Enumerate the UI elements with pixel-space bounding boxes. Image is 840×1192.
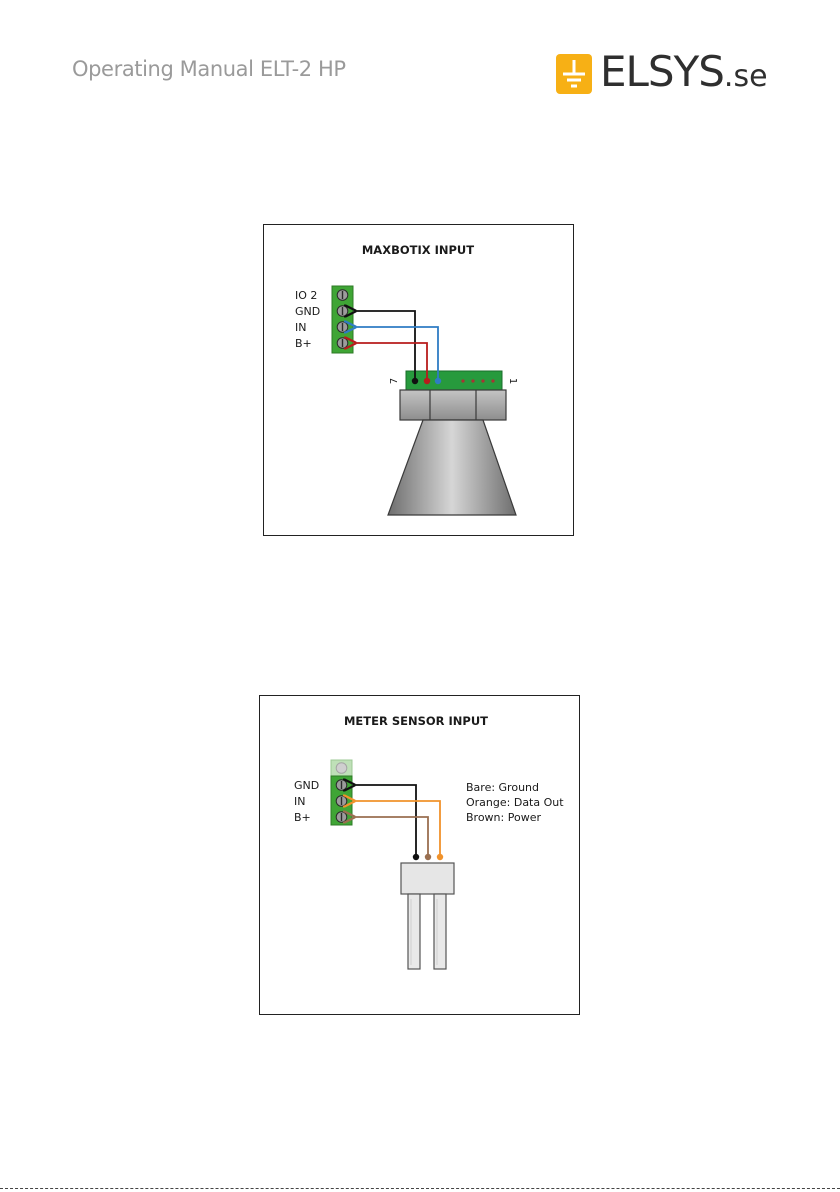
meter-sensor-wiring-diagram: METER SENSOR INPUT GND IN B+ Bare: Groun… bbox=[259, 695, 580, 1015]
ground-symbol-icon bbox=[556, 54, 592, 94]
terminal-label: GND bbox=[295, 305, 320, 318]
maxbotix-wiring-diagram: MAXBOTIX INPUT IO 2 GND IN B+ bbox=[263, 224, 574, 536]
ultrasonic-sensor-body bbox=[388, 390, 516, 515]
soil-sensor-probe bbox=[401, 863, 454, 969]
elsys-logo: ELSYS.se bbox=[556, 52, 768, 96]
wire-legend-item: Bare: Ground bbox=[466, 781, 539, 794]
terminal-label: B+ bbox=[295, 337, 312, 350]
diagram-title: MAXBOTIX INPUT bbox=[362, 243, 474, 257]
diagram-title: METER SENSOR INPUT bbox=[344, 714, 488, 728]
terminal-block bbox=[331, 760, 352, 825]
pin-number-label: 7 bbox=[389, 378, 400, 384]
pin-number-label: 1 bbox=[507, 378, 518, 384]
page-header-title: Operating Manual ELT-2 HP bbox=[72, 57, 346, 81]
terminal-label: B+ bbox=[294, 811, 311, 824]
wire-ground-bare bbox=[354, 785, 419, 860]
terminal-label: IN bbox=[295, 321, 306, 334]
logo-suffix-text: .se bbox=[724, 55, 768, 99]
terminal-label: IN bbox=[294, 795, 305, 808]
terminal-label: IO 2 bbox=[295, 289, 317, 302]
terminal-block bbox=[332, 286, 353, 353]
terminal-label: GND bbox=[294, 779, 319, 792]
logo-wordmark: ELSYS.se bbox=[600, 50, 768, 99]
logo-main-text: ELSYS bbox=[600, 50, 724, 94]
footer-divider bbox=[0, 1188, 840, 1189]
footer-link-email[interactable] bbox=[274, 1126, 359, 1140]
footer-link-website[interactable] bbox=[118, 1126, 226, 1140]
sensor-pin-header bbox=[406, 371, 502, 390]
wire-power-brown bbox=[354, 817, 431, 860]
wire-legend-item: Orange: Data Out bbox=[466, 796, 564, 809]
wire-legend-item: Brown: Power bbox=[466, 811, 541, 824]
wire-data-orange bbox=[354, 801, 443, 860]
